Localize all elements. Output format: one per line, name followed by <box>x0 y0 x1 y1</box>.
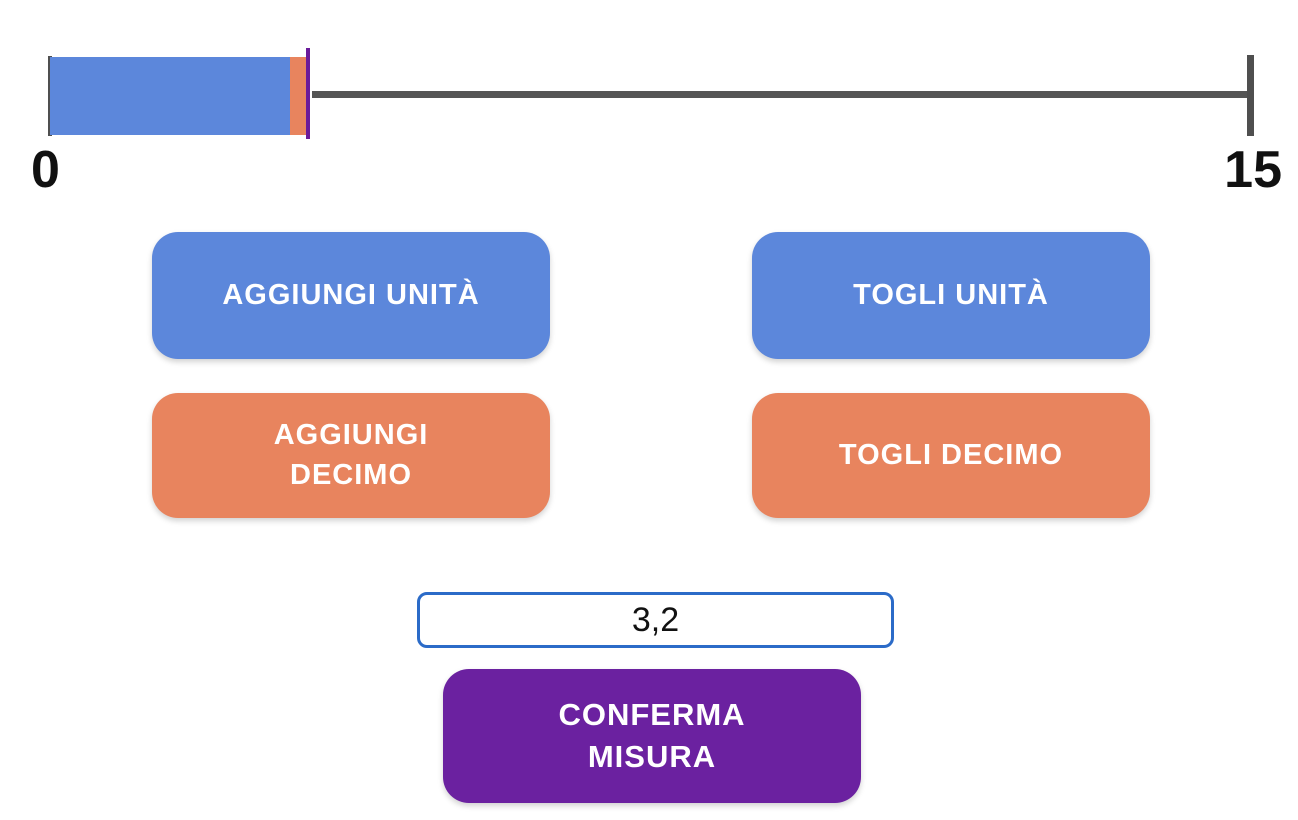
bar-units-segment <box>50 57 290 135</box>
measure-marker <box>306 48 310 139</box>
add-tenth-button[interactable]: AGGIUNGI DECIMO <box>152 393 550 518</box>
ruler-max-label: 15 <box>1224 141 1282 199</box>
ruler-end-tick <box>1247 55 1254 136</box>
add-unit-button[interactable]: AGGIUNGI UNITÀ <box>152 232 550 359</box>
measure-input[interactable] <box>417 592 894 648</box>
ruler-baseline <box>312 91 1250 98</box>
bar-tenths-segment <box>290 57 306 135</box>
measurement-ruler: 0 15 <box>0 0 1298 200</box>
remove-tenth-button[interactable]: TOGLI DECIMO <box>752 393 1150 518</box>
confirm-measure-button[interactable]: CONFERMA MISURA <box>443 669 861 803</box>
remove-unit-button[interactable]: TOGLI UNITÀ <box>752 232 1150 359</box>
ruler-min-label: 0 <box>31 141 60 199</box>
